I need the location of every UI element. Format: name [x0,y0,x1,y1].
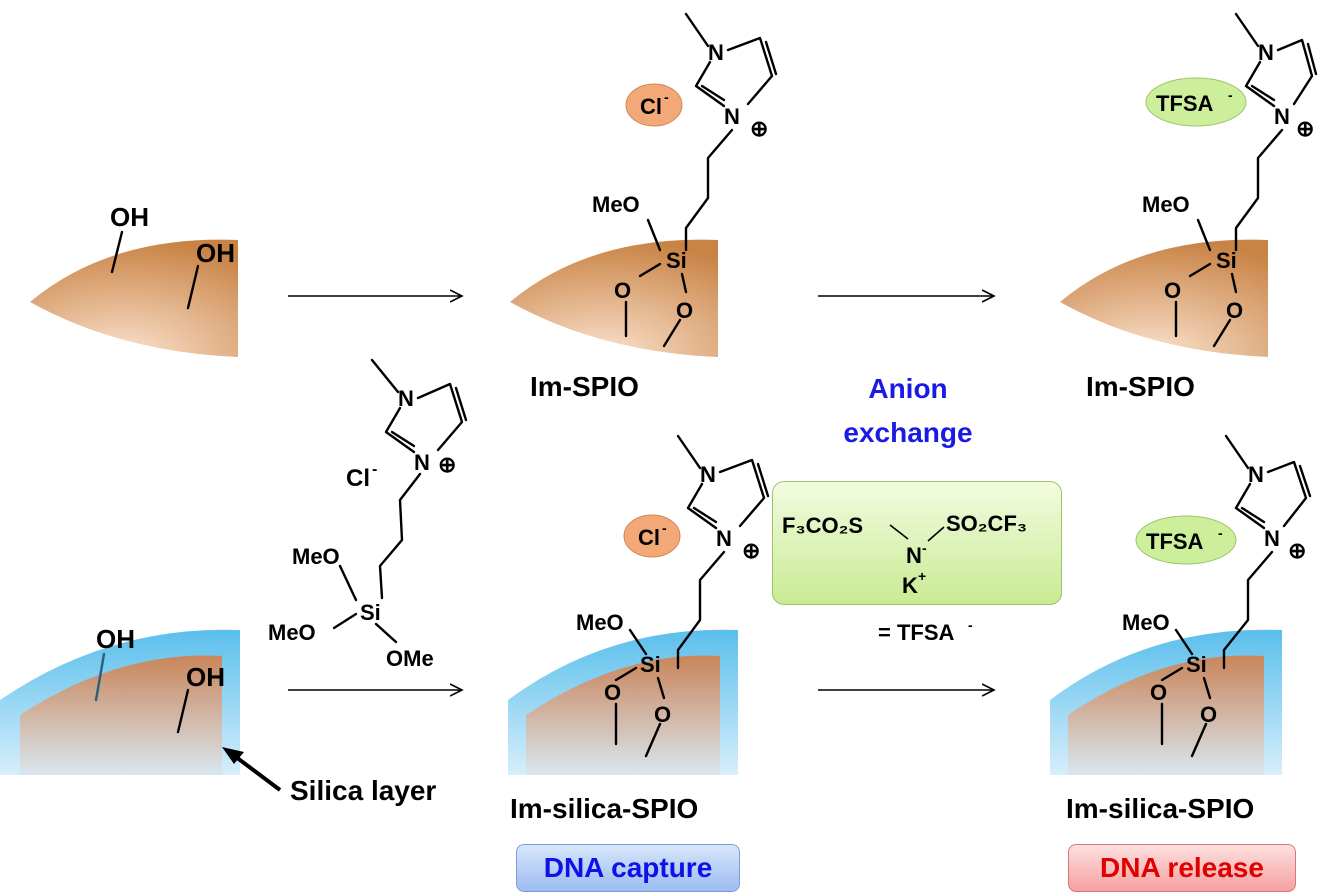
svg-text:OMe: OMe [386,646,434,671]
chloride-badge-top-middle: Cl - [625,83,683,127]
tfsa-definition-minus: - [968,617,973,633]
svg-text:N: N [716,526,732,551]
silica-particle-bottom-middle [508,629,738,775]
spio-particle-top-right [1060,239,1268,357]
svg-text:N: N [724,104,740,129]
svg-text:Cl: Cl [638,525,660,550]
oh-bond-1 [110,230,124,274]
oh-label-4: OH [186,662,225,692]
svg-text:MeO: MeO [1142,192,1190,217]
spio-particle-top-middle [510,239,718,357]
oh-bond-4 [176,688,190,734]
reagent-counter-ion: K [902,573,918,598]
svg-text:O: O [676,298,693,323]
svg-text:N: N [1274,104,1290,129]
svg-text:Si: Si [640,652,661,677]
svg-text:MeO: MeO [592,192,640,217]
svg-text:Si: Si [666,248,687,273]
reagent-center-minus: - [922,540,927,556]
svg-text:O: O [604,680,621,705]
oh-bond-2 [186,264,200,310]
anion-exchange-line1: Anion [868,373,947,404]
svg-text:O: O [614,278,631,303]
svg-text:N: N [414,450,430,475]
tfsa-definition: = TFSA [878,620,955,645]
svg-text:Si: Si [360,600,381,625]
anion-exchange-line2: exchange [843,417,972,448]
silica-layer-pointer-head [222,747,244,764]
oh-label-2: OH [196,238,235,268]
silica-layer-pointer [230,752,282,792]
svg-text:N: N [1248,462,1264,487]
product-label-bottom-right: Im-silica-SPIO [1066,793,1254,824]
svg-text:TFSA: TFSA [1146,529,1204,554]
svg-text:-: - [1228,87,1233,103]
spio-particle-top-left [30,239,238,357]
product-label-top-middle: Im-SPIO [530,371,639,402]
svg-text:-: - [664,89,669,105]
svg-text:⊕: ⊕ [438,452,456,477]
svg-text:Cl: Cl [640,94,662,119]
svg-text:O: O [1226,298,1243,323]
tfsa-badge-bottom-right: TFSA - [1135,515,1237,565]
svg-text:⊕: ⊕ [1288,538,1306,563]
svg-text:-: - [662,520,667,536]
immobilized-imidazolium-bottom-right: N N ⊕ Si MeO O O [1122,434,1312,758]
svg-text:O: O [1150,680,1167,705]
svg-text:⊕: ⊕ [1296,116,1314,141]
oh-label-3: OH [96,624,135,654]
chloride-badge-bottom-middle: Cl - [623,514,681,558]
reagent-counter-ion-charge: + [918,568,926,584]
oh-bond-3 [94,652,106,702]
svg-text:Si: Si [1186,652,1207,677]
svg-text:MeO: MeO [292,544,340,569]
reagent-structure: F₃CO₂S N - SO₂CF₃ K + [782,511,1027,598]
immobilized-imidazolium-bottom-middle: N N ⊕ Si MeO O O [576,434,770,758]
svg-text:O: O [654,702,671,727]
svg-text:TFSA: TFSA [1156,91,1214,116]
product-label-top-right: Im-SPIO [1086,371,1195,402]
reagent-right-group: SO₂CF₃ [946,511,1027,536]
dna-capture-badge: DNA capture [516,844,740,892]
immobilized-imidazolium-top-middle: N N ⊕ Si MeO O O [592,12,778,348]
svg-text:MeO: MeO [268,620,316,645]
svg-text:O: O [1164,278,1181,303]
silica-layer-label: Silica layer [290,775,436,806]
svg-text:⊕: ⊕ [750,116,768,141]
reagent-bond-left [889,524,909,540]
svg-text:N: N [708,40,724,65]
immobilized-imidazolium-top-right: N N ⊕ Si MeO O O [1142,12,1318,348]
svg-text:N: N [1264,526,1280,551]
oh-label-1: OH [110,202,149,232]
silica-particle-bottom-left [0,629,240,775]
svg-text:MeO: MeO [1122,610,1170,635]
chloride-label-reagent: Cl [346,465,370,492]
silane-reagent-structure: N N ⊕ Si MeO MeO OMe [268,358,468,671]
reagent-bond-right [927,526,945,542]
svg-text:O: O [1200,702,1217,727]
svg-text:N: N [1258,40,1274,65]
chloride-minus-reagent: - [372,461,377,478]
tfsa-badge-top-right: TFSA - [1145,77,1247,127]
reagent-left-group: F₃CO₂S [782,513,863,538]
svg-text:⊕: ⊕ [742,538,760,563]
reagent-center-atom: N [906,543,922,568]
reagent-box-ktfsa [772,481,1062,605]
svg-text:-: - [1218,525,1223,541]
svg-text:Si: Si [1216,248,1237,273]
dna-release-badge: DNA release [1068,844,1296,892]
svg-text:N: N [398,386,414,411]
svg-text:MeO: MeO [576,610,624,635]
svg-text:N: N [700,462,716,487]
product-label-bottom-middle: Im-silica-SPIO [510,793,698,824]
